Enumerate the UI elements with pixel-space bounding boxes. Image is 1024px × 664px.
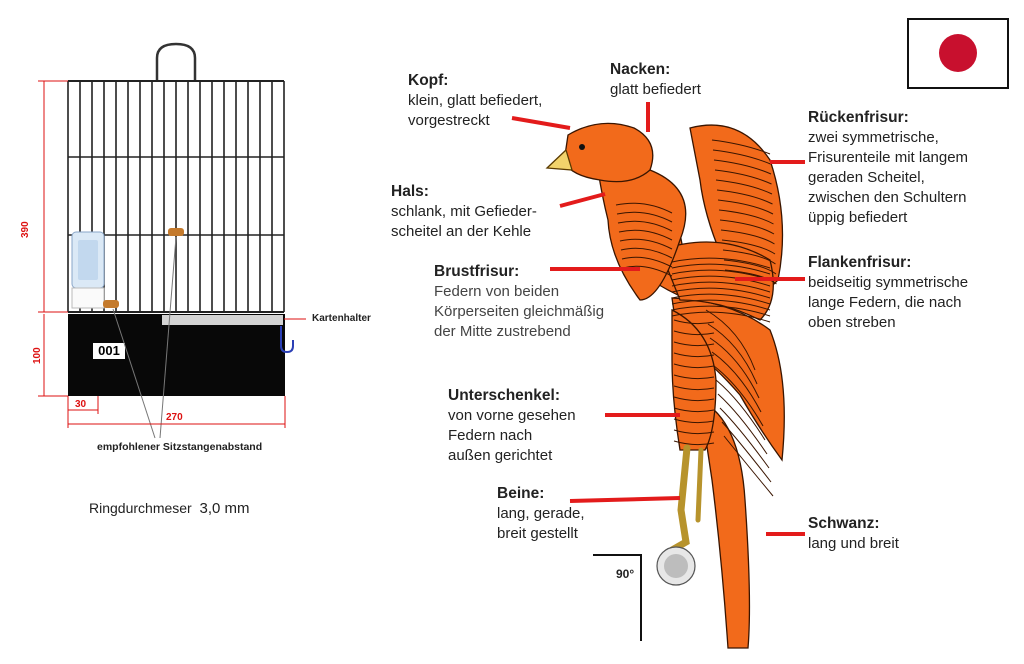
feature-schwanz: Schwanz: lang und breit bbox=[808, 514, 899, 554]
feature-text: Federn von beiden bbox=[434, 282, 604, 302]
feature-text: zwischen den Schultern bbox=[808, 188, 968, 208]
angle-label: 90° bbox=[616, 567, 634, 581]
card-number: 001 bbox=[93, 343, 125, 359]
feature-title: Rückenfrisur: bbox=[808, 108, 968, 128]
ring-label: Ringdurchmeser bbox=[89, 500, 192, 516]
feature-title: Schwanz: bbox=[808, 514, 899, 534]
height-dimension: 390 bbox=[20, 221, 31, 238]
feature-text: scheitel an der Kehle bbox=[391, 222, 537, 242]
feature-text: beidseitig symmetrische bbox=[808, 273, 968, 293]
feature-title: Kopf: bbox=[408, 71, 542, 91]
feature-text: schlank, mit Gefieder- bbox=[391, 202, 537, 222]
feature-text: klein, glatt befiedert, bbox=[408, 91, 542, 111]
side-dimension: 30 bbox=[75, 399, 86, 410]
feature-title: Brustfrisur: bbox=[434, 262, 604, 282]
feature-text: üppig befiedert bbox=[808, 208, 968, 228]
feature-title: Hals: bbox=[391, 182, 537, 202]
japan-flag-icon bbox=[908, 19, 1008, 88]
feature-text: der Mitte zustrebend bbox=[434, 322, 604, 342]
ring-value: 3,0 mm bbox=[200, 500, 250, 517]
feature-text: Federn nach bbox=[448, 426, 576, 446]
perch-distance-label: empfohlener Sitzstangenabstand bbox=[97, 441, 262, 453]
feature-hals: Hals: schlank, mit Gefieder- scheitel an… bbox=[391, 182, 537, 242]
feature-text: lange Federn, die nach bbox=[808, 293, 968, 313]
cage-drawing bbox=[38, 44, 306, 438]
feature-text: geraden Scheitel, bbox=[808, 168, 968, 188]
feature-text: lang und breit bbox=[808, 534, 899, 554]
feature-text: Frisurenteile mit langem bbox=[808, 148, 968, 168]
feature-text: lang, gerade, bbox=[497, 504, 585, 524]
feature-text: glatt befiedert bbox=[610, 80, 701, 100]
base-height-dimension: 100 bbox=[32, 347, 43, 364]
feature-text: außen gerichtet bbox=[448, 446, 576, 466]
feature-text: von vorne gesehen bbox=[448, 406, 576, 426]
card-holder-label: Kartenhalter bbox=[312, 313, 371, 324]
ring-diameter: Ringdurchmeser 3,0 mm bbox=[89, 500, 250, 517]
feature-title: Beine: bbox=[497, 484, 585, 504]
feature-kopf: Kopf: klein, glatt befiedert, vorgestrec… bbox=[408, 71, 542, 131]
feature-title: Nacken: bbox=[610, 60, 701, 80]
feature-nacken: Nacken: glatt befiedert bbox=[610, 60, 701, 100]
feature-title: Unterschenkel: bbox=[448, 386, 576, 406]
feature-text: zwei symmetrische, bbox=[808, 128, 968, 148]
canary-drawing bbox=[547, 123, 784, 648]
feature-unterschenkel: Unterschenkel: von vorne gesehen Federn … bbox=[448, 386, 576, 466]
feature-rueckenfrisur: Rückenfrisur: zwei symmetrische, Frisure… bbox=[808, 108, 968, 228]
feature-brustfrisur: Brustfrisur: Federn von beiden Körpersei… bbox=[434, 262, 604, 342]
card-holder bbox=[162, 315, 283, 325]
width-dimension: 270 bbox=[166, 412, 183, 423]
feature-text: breit gestellt bbox=[497, 524, 585, 544]
feature-text: Körperseiten gleichmäßig bbox=[434, 302, 604, 322]
feature-text: oben streben bbox=[808, 313, 968, 333]
feature-text: vorgestreckt bbox=[408, 111, 542, 131]
feature-flankenfrisur: Flankenfrisur: beidseitig symmetrische l… bbox=[808, 253, 968, 333]
feature-beine: Beine: lang, gerade, breit gestellt bbox=[497, 484, 585, 544]
feature-title: Flankenfrisur: bbox=[808, 253, 968, 273]
